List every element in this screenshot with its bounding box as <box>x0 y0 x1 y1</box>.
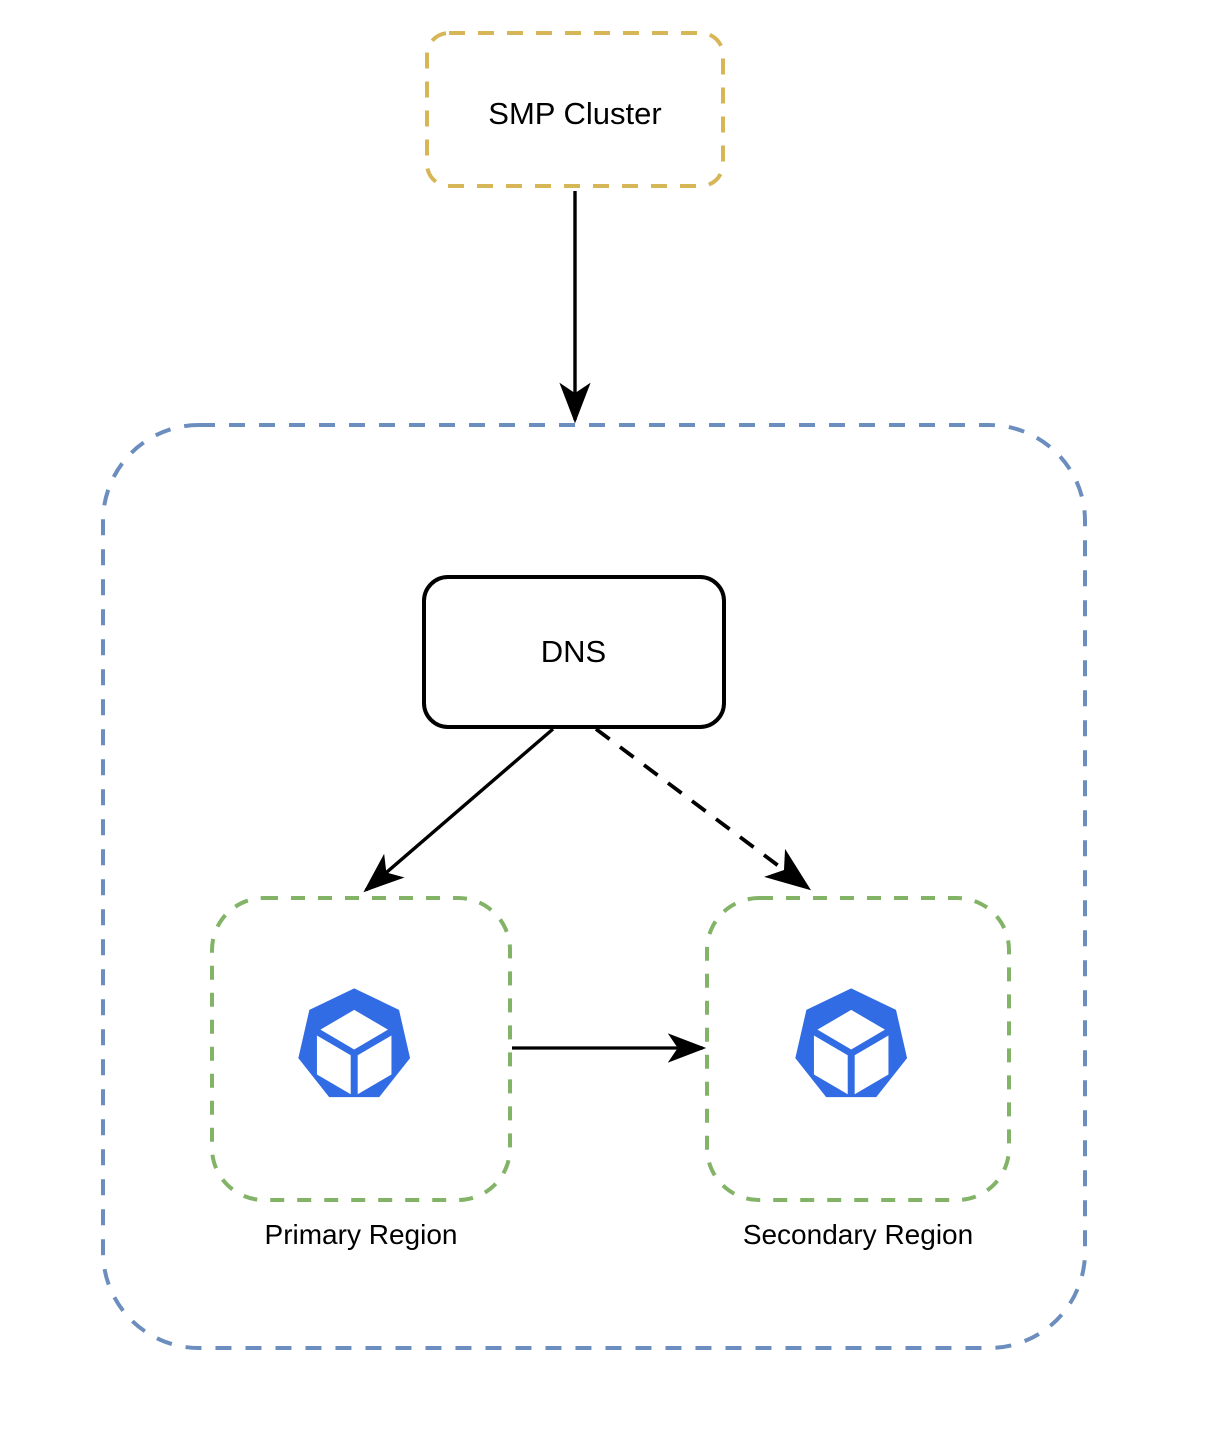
dns-label: DNS <box>540 634 607 669</box>
secondary-region-label: Secondary Region <box>742 1219 974 1250</box>
primary-region-label: Primary Region <box>264 1219 458 1250</box>
kubernetes-icon <box>795 988 908 1098</box>
kubernetes-icon <box>298 988 411 1098</box>
smp-cluster-box[interactable] <box>425 31 725 188</box>
dns-box[interactable] <box>422 575 726 729</box>
smp-cluster-label: SMP Cluster <box>488 96 662 131</box>
edge-dns-to-secondary-region <box>594 727 812 891</box>
cloud-boundary-box[interactable] <box>101 423 1087 1350</box>
edge-dns-to-primary-region <box>363 727 555 893</box>
